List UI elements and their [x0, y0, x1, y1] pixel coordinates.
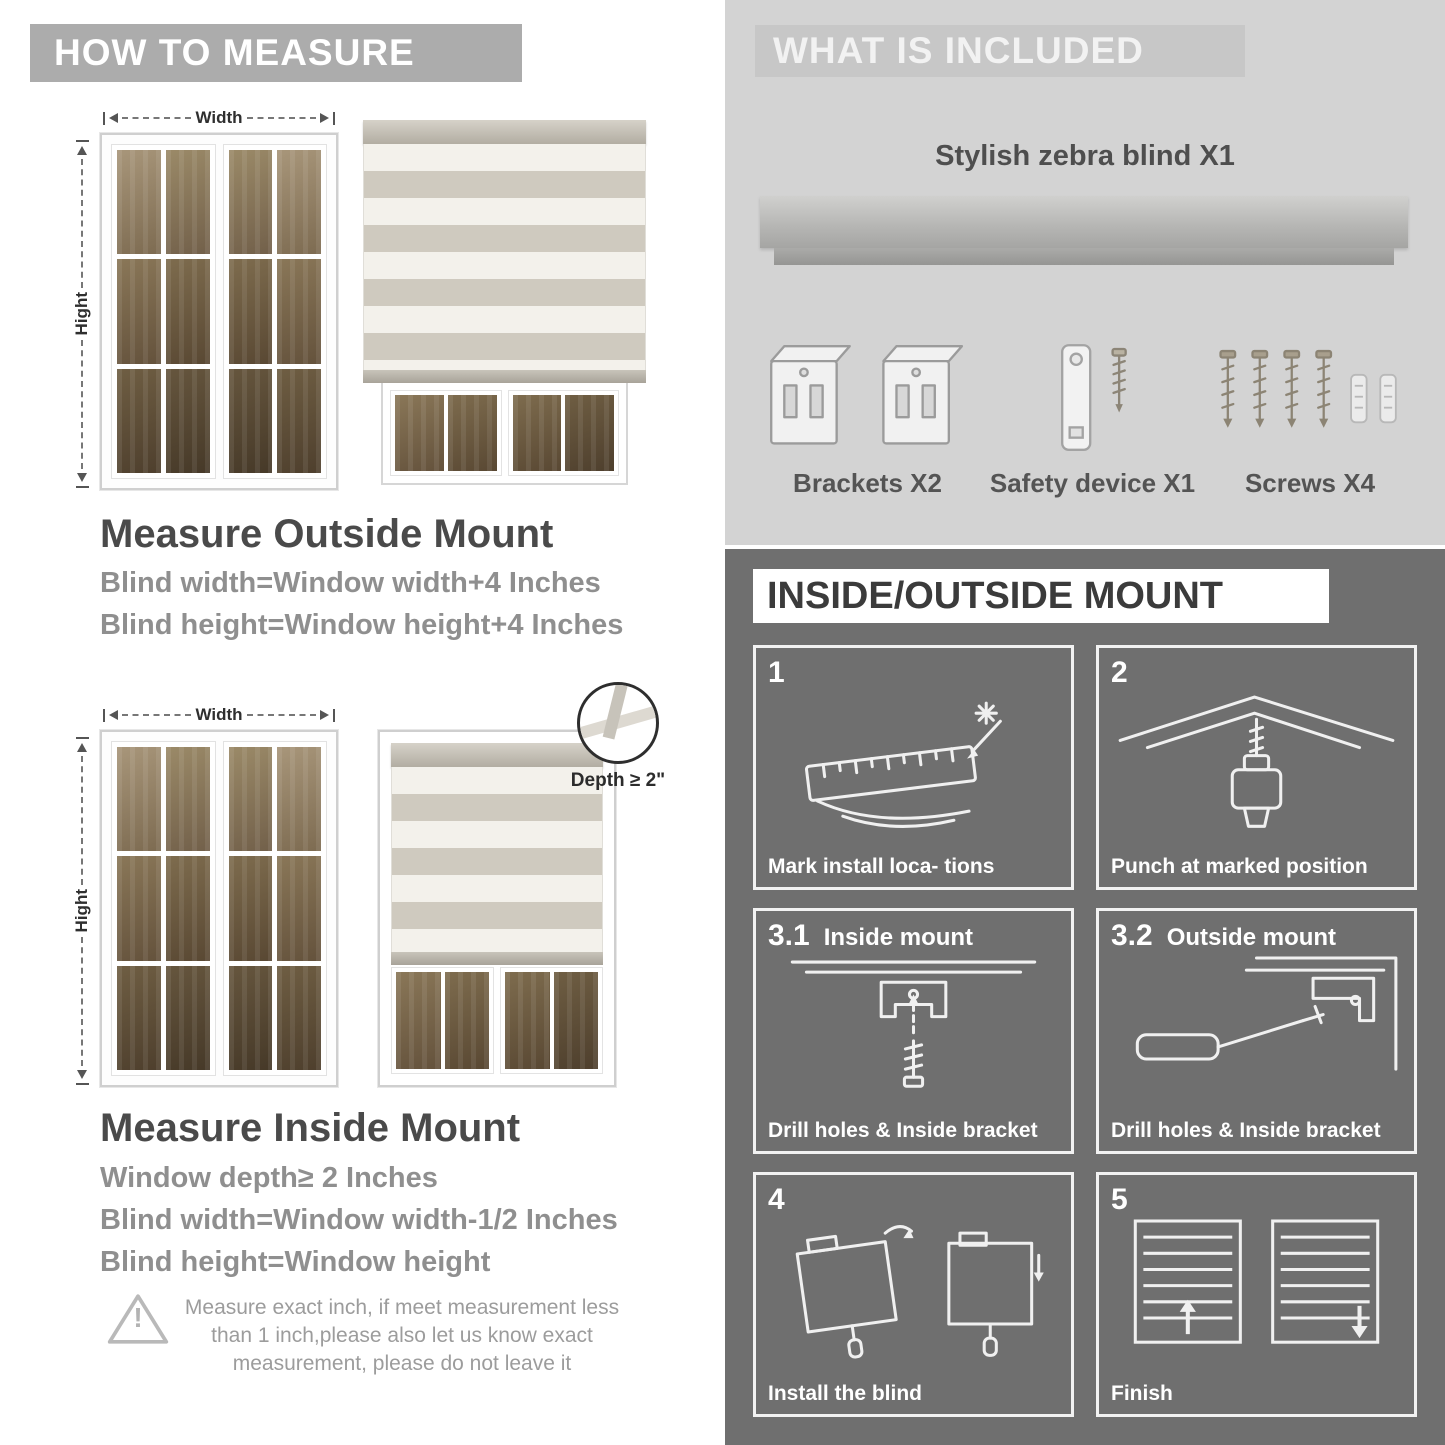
- inside-height-formula: Blind height=Window height: [100, 1246, 491, 1278]
- step-number: 3.1: [768, 919, 810, 953]
- zebra-stripes: [391, 767, 603, 952]
- step-caption: Drill holes & Inside bracket: [768, 1118, 1038, 1142]
- exclamation-icon: !: [133, 1302, 143, 1333]
- step-caption: Mark install loca- tions: [768, 855, 995, 879]
- width-dimension-arrow: Width: [103, 705, 335, 725]
- outside-mount-blind-illustration: [363, 120, 646, 485]
- step-number: 1: [768, 656, 785, 689]
- arrow-down-icon: [77, 1070, 87, 1079]
- what-is-included-banner: WHAT IS INCLUDED: [755, 25, 1245, 77]
- outside-height-formula: Blind height=Window height+4 Inches: [100, 609, 624, 641]
- step-number: 4: [768, 1182, 785, 1216]
- arrow-up-icon: [77, 743, 87, 752]
- blind-headrail: [363, 120, 646, 144]
- zebra-blind-item-label: Stylish zebra blind X1: [935, 140, 1235, 172]
- step-caption: Punch at marked position: [1111, 855, 1368, 879]
- window-illustration: [100, 730, 338, 1087]
- outside-bracket-illustration: [1135, 956, 1398, 1071]
- arrow-up-icon: [77, 146, 87, 155]
- arrow-right-icon: [320, 710, 329, 720]
- installation-steps-grid: 1: [753, 645, 1417, 1417]
- how-to-measure-section: HOW TO MEASURE Width Hight: [0, 0, 710, 1445]
- right-column: WHAT IS INCLUDED Stylish zebra blind X1: [725, 0, 1445, 1445]
- step-label: Inside mount: [823, 924, 974, 952]
- height-dimension-arrow: Hight: [72, 737, 92, 1085]
- step-caption: Install the blind: [768, 1381, 923, 1405]
- window-below-blind: [381, 383, 628, 485]
- arrow-down-icon: [77, 473, 87, 482]
- height-label: Hight: [72, 292, 91, 336]
- zebra-stripes: [363, 144, 646, 370]
- step-caption: Drill holes & Inside bracket: [1111, 1118, 1381, 1142]
- depth-magnifier-icon: [577, 682, 659, 764]
- included-item-safety-device: Safety device X1: [985, 330, 1200, 499]
- what-is-included-section: WHAT IS INCLUDED Stylish zebra blind X1: [725, 0, 1445, 545]
- blind-headrail: [391, 743, 603, 767]
- window-below-blind: [391, 967, 603, 1074]
- included-item-brackets: Brackets X2: [750, 330, 985, 499]
- what-is-included-title: WHAT IS INCLUDED: [773, 30, 1144, 71]
- step-caption: Finish: [1111, 1381, 1173, 1405]
- warning-triangle-icon: [107, 1294, 169, 1344]
- step-panel-4: 4: [753, 1171, 1074, 1417]
- arrow-left-icon: [109, 710, 118, 720]
- mark-location-illustration: [804, 701, 1002, 828]
- inside-width-formula: Blind width=Window width-1/2 Inches: [100, 1204, 618, 1236]
- step-number: 3.2: [1111, 919, 1153, 953]
- outside-width-formula: Blind width=Window width+4 Inches: [100, 567, 601, 599]
- how-to-measure-banner: HOW TO MEASURE: [30, 24, 522, 82]
- brackets-label: Brackets X2: [793, 468, 942, 498]
- depth-callout-label: Depth ≥ 2": [570, 770, 666, 791]
- how-to-measure-title: HOW TO MEASURE: [54, 32, 415, 73]
- window-illustration: [100, 133, 338, 490]
- inside-bracket-illustration: [790, 960, 1037, 1089]
- step-panel-3-2: 3.2 Outside mount: [1096, 908, 1417, 1154]
- included-items-row: Brackets X2: [750, 330, 1420, 499]
- inside-mount-heading: Measure Inside Mount: [100, 1106, 521, 1150]
- measure-warning-text: Measure exact inch, if meet measurement …: [184, 1296, 620, 1375]
- depth-callout: Depth ≥ 2": [558, 682, 678, 792]
- screws-icon: [1219, 349, 1397, 428]
- arrow-right-icon: [320, 113, 329, 123]
- step-number: 2: [1111, 656, 1128, 689]
- arrow-left-icon: [109, 113, 118, 123]
- step-panel-2: 2 Punch at marked position: [1096, 645, 1417, 891]
- step-panel-3-1: 3.1 Inside mount: [753, 908, 1074, 1154]
- install-blind-illustration: [795, 1224, 1044, 1359]
- height-label: Hight: [72, 889, 91, 933]
- included-item-screws: Screws X4: [1200, 330, 1420, 499]
- blind-bottom-rail: [391, 952, 603, 965]
- finish-blinds-illustration: [1133, 1219, 1380, 1344]
- inside-outside-mount-section: INSIDE/OUTSIDE MOUNT 1: [725, 549, 1445, 1445]
- zebra-blind-headrail-illustration: [760, 196, 1408, 265]
- inside-outside-mount-title: INSIDE/OUTSIDE MOUNT: [767, 575, 1224, 617]
- safety-device-label: Safety device X1: [989, 468, 1196, 498]
- step-panel-5: 5: [1096, 1171, 1417, 1417]
- blind-bottom-rail: [363, 370, 646, 383]
- width-label: Width: [195, 705, 243, 724]
- screws-label: Screws X4: [1244, 468, 1376, 498]
- outside-mount-heading: Measure Outside Mount: [100, 512, 554, 556]
- step-number: 5: [1111, 1182, 1128, 1216]
- step-panel-1: 1: [753, 645, 1074, 891]
- step-label: Outside mount: [1166, 924, 1337, 952]
- safety-device-icon: [1060, 344, 1127, 451]
- width-dimension-arrow: Width: [103, 108, 335, 128]
- width-label: Width: [195, 108, 243, 127]
- height-dimension-arrow: Hight: [72, 140, 92, 488]
- drill-illustration: [1118, 695, 1395, 828]
- brackets-icon: [770, 345, 964, 445]
- inside-mount-blind-illustration: [378, 730, 616, 1087]
- inside-depth-rule: Window depth≥ 2 Inches: [100, 1162, 438, 1194]
- inside-outside-mount-banner: INSIDE/OUTSIDE MOUNT: [753, 569, 1329, 623]
